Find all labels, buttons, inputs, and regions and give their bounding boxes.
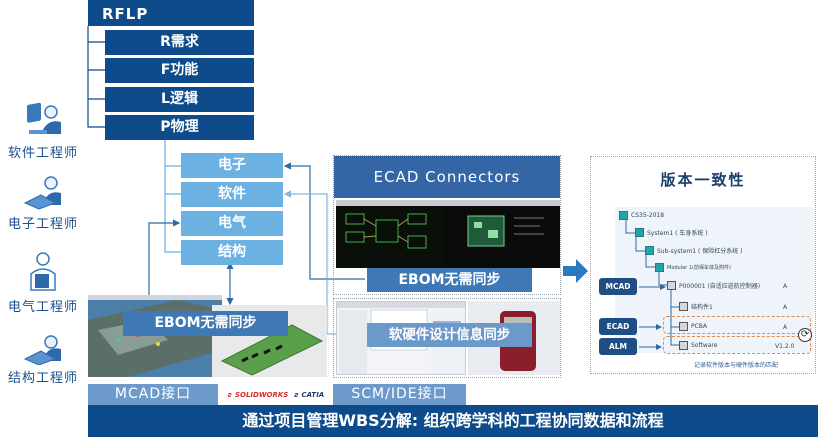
rflp-item-requirements[interactable]: R需求 <box>105 30 254 55</box>
role-software-engineer: 软件工程师 <box>0 100 86 161</box>
part-node[interactable]: P000001 (自适应巡航控制器) <box>667 281 760 290</box>
discipline-mechanical[interactable]: 结构 <box>181 240 283 265</box>
mcad-interface-label: MCAD接口 <box>88 384 218 405</box>
ecad-panel: ECAD Connectors EBOM无需同步 <box>333 155 561 295</box>
part-cube-icon <box>679 341 688 350</box>
scm-interface-label: SCM/IDE接口 <box>333 384 466 405</box>
rflp-item-physical[interactable]: P物理 <box>105 115 254 140</box>
tree-node[interactable]: Sub-system1 ( 保险杠分系统 ) <box>645 246 743 255</box>
electrical-engineer-icon <box>30 252 56 291</box>
source-arrows <box>639 284 666 350</box>
role-label: 结构工程师 <box>7 371 78 386</box>
solidworks-logo-icon: ƨ <box>227 390 232 399</box>
ecad-title: ECAD Connectors <box>334 156 560 198</box>
version-tree-area: CS35-2018 System1 ( 车身系统 ) Sub-system1 (… <box>615 207 813 354</box>
discipline-electrical[interactable]: 电气 <box>181 211 283 236</box>
part-version: A <box>783 283 788 290</box>
titlebar <box>88 295 222 300</box>
role-electrical-engineer: 电气工程师 <box>0 250 86 315</box>
cube-icon <box>645 246 654 255</box>
software-highlight <box>663 336 811 354</box>
software-engineer-icon <box>27 102 61 134</box>
catia-brand: CATIA <box>301 390 325 399</box>
pcb-graphic <box>467 215 544 247</box>
version-consistency-panel: 版本一致性 CS35-2018 System1 ( 车身系统 ) Sub-sys… <box>590 156 816 374</box>
tree-node[interactable]: Modular 1(前保车体及附件) <box>655 263 731 272</box>
part-cube-icon <box>679 302 688 311</box>
electronics-engineer-icon <box>23 176 61 210</box>
version-title: 版本一致性 <box>660 171 746 189</box>
source-alm[interactable]: ALM <box>599 338 637 355</box>
part-cube-icon <box>679 322 688 331</box>
scm-sync-label: 软硬件设计信息同步 <box>367 323 532 347</box>
source-mcad[interactable]: MCAD <box>599 278 637 295</box>
cube-icon <box>635 228 644 237</box>
footer-banner: 通过项目管理WBS分解: 组织跨学科的工程协同数据和流程 <box>88 405 818 437</box>
cube-icon <box>655 263 664 272</box>
ecad-ebom-sync-label: EBOM无需同步 <box>367 268 532 292</box>
rflp-item-logical[interactable]: L逻辑 <box>105 87 254 112</box>
part-version: V1.2.0 <box>775 343 795 350</box>
role-mechanical-engineer: 结构工程师 <box>0 335 86 386</box>
cad-brand-logos: ƨ SOLIDWORKS ƨ CATIA <box>220 384 332 405</box>
rflp-header: RFLP <box>88 0 254 26</box>
tree-node[interactable]: System1 ( 车身系统 ) <box>635 228 708 237</box>
role-label: 电子工程师 <box>7 217 78 232</box>
tree-node[interactable]: CS35-2018 <box>619 211 664 220</box>
sync-cycle-icon[interactable]: ⟳ <box>798 328 812 342</box>
pcba-highlight <box>663 316 811 334</box>
version-note: 记录软件版本与硬件版本的匹配 <box>693 362 778 369</box>
mcad-board-screenshot <box>88 295 222 377</box>
source-ecad[interactable]: ECAD <box>599 318 637 335</box>
role-electronics-engineer: 电子工程师 <box>0 175 86 232</box>
discipline-electronics[interactable]: 电子 <box>181 153 283 178</box>
role-label: 电气工程师 <box>7 300 78 315</box>
part-node[interactable]: Software <box>679 341 717 350</box>
ecad-schematic-screenshot <box>336 200 444 268</box>
cube-icon <box>619 211 628 220</box>
role-label: 软件工程师 <box>7 146 78 161</box>
scm-panel: 软硬件设计信息同步 <box>333 298 561 378</box>
catia-logo-icon: ƨ <box>294 390 299 399</box>
schematic-graphic <box>345 213 427 249</box>
part-node[interactable]: PCBA <box>679 322 707 331</box>
part-node[interactable]: 结构件1 <box>679 302 713 311</box>
discipline-software[interactable]: 软件 <box>181 182 283 207</box>
solidworks-brand: SOLIDWORKS <box>234 390 289 399</box>
ecad-pcb-screenshot <box>444 200 560 268</box>
part-version: A <box>783 304 788 311</box>
rflp-item-functional[interactable]: F功能 <box>105 58 254 83</box>
part-version: A <box>783 324 788 331</box>
mechanical-engineer-icon <box>23 335 61 365</box>
part-cube-icon <box>667 281 676 290</box>
mcad-ebom-sync-label: EBOM无需同步 <box>123 311 288 336</box>
